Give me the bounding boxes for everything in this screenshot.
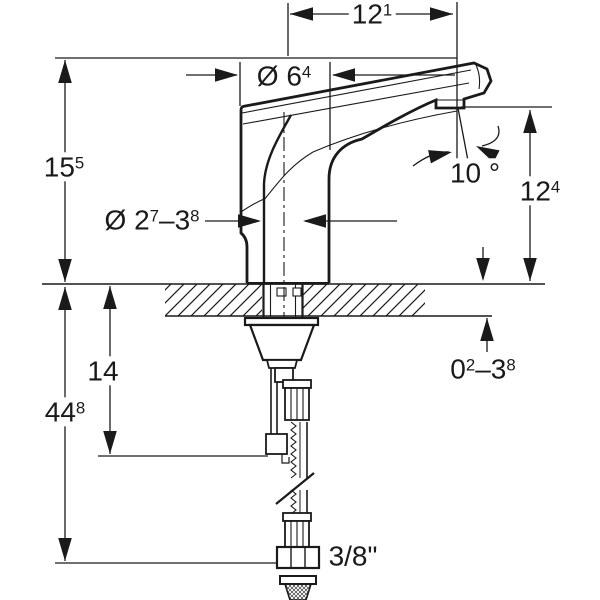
mounting-shank bbox=[262, 284, 304, 318]
dim-label-height-above-deck: 155 bbox=[40, 152, 88, 182]
hose-end-fitting bbox=[282, 512, 312, 548]
break-line bbox=[275, 472, 315, 505]
rod-end-block bbox=[265, 433, 288, 455]
dim-label-total-depth: 448 bbox=[41, 397, 89, 427]
mounting-cone bbox=[248, 323, 316, 362]
arrowhead bbox=[58, 60, 72, 83]
arrowhead bbox=[58, 259, 72, 282]
arrowhead bbox=[523, 110, 537, 133]
angle-leader-right bbox=[481, 125, 500, 147]
dim-label-rod-length: 14 bbox=[84, 356, 122, 386]
dim-label-connection-size: 3/8" bbox=[325, 541, 381, 571]
faucet-arm-inner-edge bbox=[262, 114, 293, 283]
arrowhead bbox=[480, 318, 494, 341]
arrowhead bbox=[58, 538, 72, 561]
dim-label-outlet-angle: 10 ° bbox=[446, 158, 504, 188]
dim-label-deck-thickness: 02–38 bbox=[447, 354, 519, 384]
shank-clip bbox=[292, 287, 302, 297]
dim-label-mounting-hole-diameter: Ø 27–38 bbox=[101, 205, 203, 235]
dim-label-outlet-height: 124 bbox=[516, 176, 564, 206]
arrowhead bbox=[215, 68, 238, 82]
shank-clip bbox=[276, 287, 287, 297]
arrowhead bbox=[58, 287, 72, 310]
countertop-hatch-right bbox=[303, 284, 425, 316]
arrowhead bbox=[290, 7, 313, 21]
under-counter-assembly bbox=[243, 316, 321, 600]
arrowhead bbox=[103, 431, 117, 454]
faucet-sweep-line bbox=[263, 110, 458, 201]
spout-tip-facet bbox=[475, 64, 481, 90]
countertop-section bbox=[42, 283, 545, 318]
countertop-hatch-left bbox=[165, 284, 262, 316]
dim-label-spout-top-diameter: Ø 64 bbox=[253, 61, 315, 91]
arrowhead bbox=[523, 258, 537, 281]
spout-top-chamfer bbox=[241, 69, 472, 114]
arrowhead bbox=[332, 68, 355, 82]
connection-nut bbox=[275, 545, 321, 570]
hose-inlet-fitting bbox=[282, 379, 312, 421]
faucet-outline bbox=[239, 61, 493, 283]
hose-braid-texture bbox=[290, 421, 297, 479]
arrowhead bbox=[430, 7, 453, 21]
arrowhead bbox=[103, 286, 117, 309]
arrowhead bbox=[476, 258, 490, 281]
strainer-plug bbox=[279, 575, 317, 600]
faucet-body bbox=[239, 61, 493, 360]
braided-supply-hose bbox=[275, 421, 315, 515]
dim-label-spout-projection: 121 bbox=[348, 0, 396, 29]
